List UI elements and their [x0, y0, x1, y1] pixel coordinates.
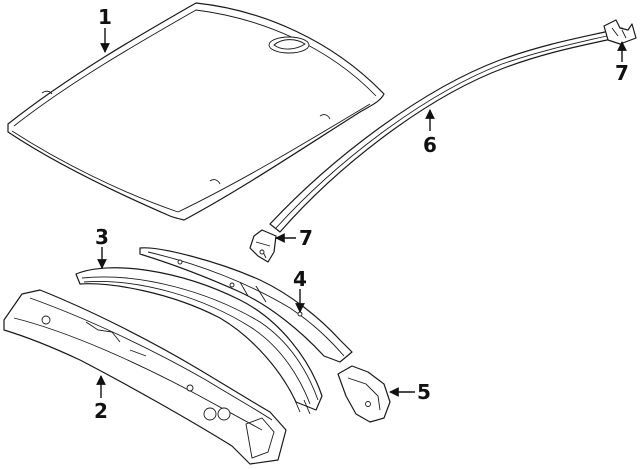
leader-lines — [96, 28, 627, 398]
callout-2: 2 — [94, 399, 108, 423]
roof-bow — [75, 267, 323, 415]
molding-clip-upper — [603, 19, 637, 45]
callout-labels: 1 2 3 4 5 6 7 7 — [94, 5, 629, 423]
callout-7-upper: 7 — [615, 61, 629, 85]
roof-panel — [7, 2, 385, 221]
callout-3: 3 — [95, 225, 109, 249]
callout-4: 4 — [293, 267, 307, 291]
corner-bracket — [337, 365, 391, 423]
callout-1: 1 — [98, 5, 112, 29]
callout-7-lower: 7 — [299, 226, 313, 250]
callout-5: 5 — [417, 380, 431, 404]
molding-clip-lower — [249, 229, 277, 263]
front-roof-header — [3, 289, 287, 465]
callout-6: 6 — [423, 133, 437, 157]
rear-roof-rail — [139, 247, 353, 363]
